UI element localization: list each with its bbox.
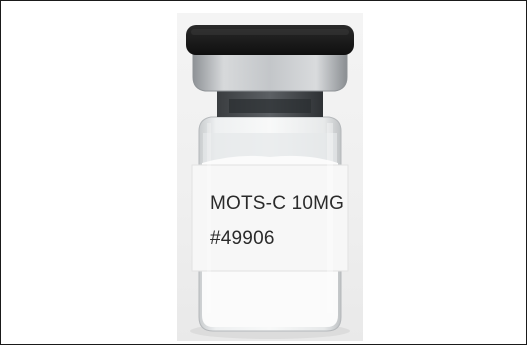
vial-glass-highlight: [327, 123, 333, 313]
vial-stopper-shadow: [229, 99, 311, 113]
vial-crimp-seal: [192, 50, 348, 92]
vial-glass-highlight-left: [207, 123, 211, 313]
vial-photo: MOTS-C 10MG #49906: [177, 13, 363, 341]
vial-cap-highlight: [191, 29, 349, 35]
vial-label: [191, 164, 349, 272]
vial-illustration: [186, 25, 354, 339]
vial-label-lot: #49906: [210, 228, 275, 249]
vial-label-product: MOTS-C 10MG: [210, 193, 345, 214]
